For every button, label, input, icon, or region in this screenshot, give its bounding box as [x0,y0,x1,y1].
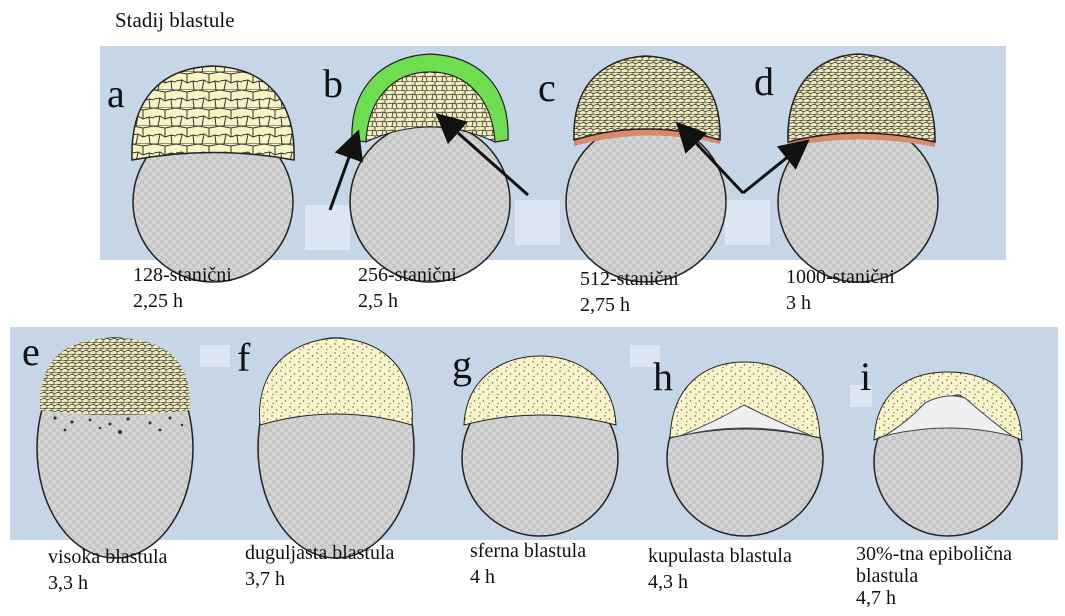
caption-line: 256-stanični [358,262,457,288]
embryo-e [37,338,193,558]
caption-line: blastula [856,565,1012,587]
embryo-i [874,372,1022,536]
embryo-c [566,56,726,282]
embryo-d [778,54,938,282]
caption-line: 3,7 h [245,566,394,592]
caption-line: visoka blastula [48,544,167,570]
embryo-a [132,66,294,282]
caption-line: 512-stanični [580,266,679,292]
caption-line: 128-stanični [133,262,232,288]
caption-f: duguljasta blastula 3,7 h [245,540,394,592]
stage-letter-e: e [22,332,40,372]
caption-line: 2,25 h [133,288,232,314]
stage-letter-b: b [323,64,343,104]
caption-line: duguljasta blastula [245,540,394,566]
caption-b: 256-stanični 2,5 h [358,262,457,314]
embryo-g [462,356,618,536]
caption-a: 128-stanični 2,25 h [133,262,232,314]
caption-line: 3,3 h [48,570,167,596]
stage-letter-c: c [538,68,556,108]
caption-line: 3 h [786,290,895,316]
caption-line: 1000-stanični [786,264,895,290]
caption-line: 30%-tna epibolična [856,543,1012,565]
stage-letter-g: g [452,345,472,385]
caption-line: 4,3 h [648,569,792,595]
stage-letter-i: i [860,357,871,397]
stage-letter-h: h [653,357,673,397]
caption-i: 30%-tna epibolična blastula 4,7 h [856,543,1012,609]
caption-line: sferna blastula [470,538,586,564]
caption-c: 512-stanični 2,75 h [580,266,679,318]
embryo-h [667,362,823,536]
caption-d: 1000-stanični 3 h [786,264,895,316]
caption-h: kupulasta blastula 4,3 h [648,543,792,595]
embryo-f [258,338,414,558]
embryo-b [350,54,510,282]
caption-line: 2,5 h [358,288,457,314]
stage-letter-f: f [237,338,250,378]
caption-line: 4,7 h [856,587,1012,609]
caption-line: 2,75 h [580,292,679,318]
caption-line: 4 h [470,564,586,590]
stage-letter-a: a [107,74,125,114]
stage-letter-d: d [754,62,774,102]
caption-e: visoka blastula 3,3 h [48,544,167,596]
caption-g: sferna blastula 4 h [470,538,586,590]
caption-line: kupulasta blastula [648,543,792,569]
